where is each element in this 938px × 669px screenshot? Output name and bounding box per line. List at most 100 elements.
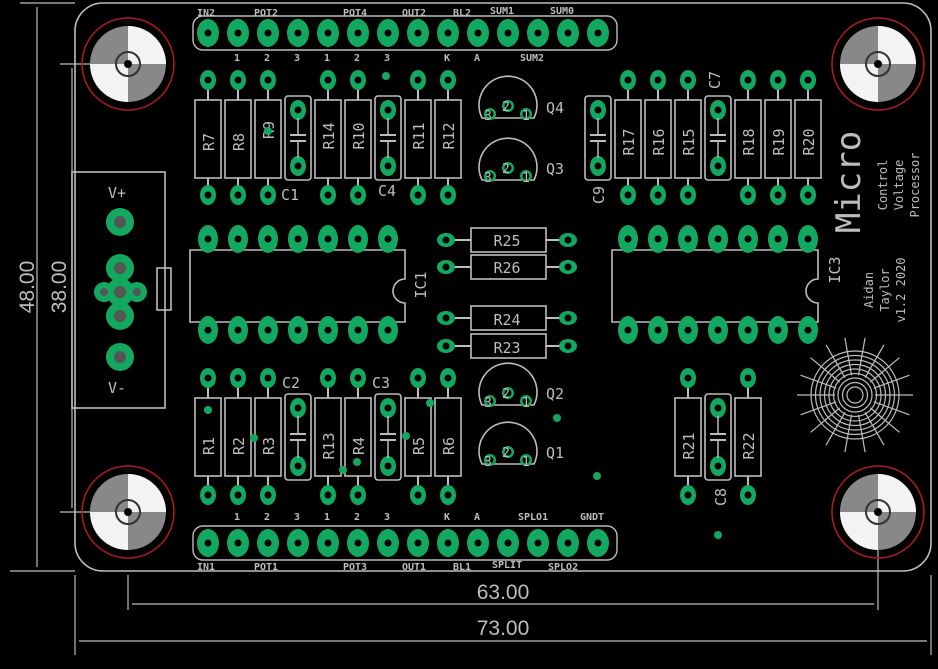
c9-label: C9 (590, 186, 608, 204)
header-top-num-3b: 3 (384, 53, 390, 64)
drill-hole (234, 235, 242, 243)
target-quadrant (840, 512, 878, 550)
drill-hole (354, 191, 362, 199)
drill-hole (324, 539, 332, 547)
keepout-ring (831, 465, 925, 559)
via (553, 414, 561, 422)
resistor-footprint (344, 368, 372, 505)
header-bottom-num-a: A (474, 512, 480, 523)
resistor-body (344, 99, 372, 179)
drill-hole (234, 191, 242, 199)
hole-center (874, 508, 882, 516)
capacitor-footprint (374, 95, 402, 181)
resistor-body (470, 254, 547, 280)
drill-hole (504, 448, 512, 456)
drill-hole (444, 491, 452, 499)
transistor-pin-label: 3 (484, 171, 492, 186)
drill-hole (444, 29, 452, 37)
logo-ring (841, 381, 869, 409)
header-top-num-3a: 3 (294, 53, 300, 64)
transistor-footprint: 321 (478, 137, 538, 186)
drill-hole (384, 539, 392, 547)
logo-ring (832, 372, 878, 418)
via (402, 432, 410, 440)
target-quadrant (90, 64, 128, 102)
transistor-pin-label: 1 (522, 109, 530, 124)
logo-ring (828, 368, 882, 422)
header-bottom-label-bl1: BL1 (453, 562, 471, 573)
drill-hole (294, 326, 302, 334)
target-quadrant (840, 64, 878, 102)
r8-label: R8 (230, 133, 248, 151)
vias (204, 72, 722, 539)
resistor-body (764, 99, 792, 179)
drill-hole (594, 162, 602, 170)
drill-hole (444, 76, 452, 84)
drill-hole (414, 491, 422, 499)
resistor-body (434, 397, 462, 477)
resistor-footprint (674, 368, 702, 505)
drill-hole (324, 491, 332, 499)
drill-hole (204, 76, 212, 84)
header-top-label-in2: IN2 (197, 8, 215, 19)
drill-hole (684, 326, 692, 334)
drill-hole (324, 235, 332, 243)
drill-hole (774, 191, 782, 199)
resistor-body (404, 99, 432, 179)
drill-hole (294, 162, 302, 170)
transistor-pin-label: 3 (484, 455, 492, 470)
transistor-footprint: 321 (478, 362, 538, 411)
capacitor-body (284, 393, 312, 481)
drill-hole (204, 235, 212, 243)
resistor-footprint (254, 70, 282, 205)
hole-ring (865, 499, 891, 525)
drill-hole (744, 76, 752, 84)
transistor-footprint: 321 (478, 75, 538, 124)
transistor-pin-label: 1 (522, 171, 530, 186)
via (714, 531, 722, 539)
board-title-line-2: Voltage (892, 160, 906, 211)
r1-label: R1 (200, 437, 218, 455)
via (353, 458, 361, 466)
mounting-hole (81, 17, 175, 111)
drill-hole (414, 374, 422, 382)
r14-label: R14 (320, 122, 338, 149)
c8-label: C8 (712, 488, 730, 506)
q4-label: Q4 (546, 99, 564, 117)
ic3-outline (611, 249, 819, 323)
c3-label: C3 (372, 374, 390, 392)
drill-hole (354, 491, 362, 499)
drill-hole (504, 29, 512, 37)
drill-hole (384, 462, 392, 470)
ic1-label: IC1 (412, 271, 430, 298)
drill-hole (714, 462, 722, 470)
drill-hole (654, 235, 662, 243)
logo-spoke (844, 414, 853, 453)
hole-center (124, 508, 132, 516)
header-bottom-label-splo2: SPLO2 (548, 562, 578, 573)
resistor-body (254, 99, 282, 179)
header-bottom-num-k: K (444, 512, 450, 523)
drill-hole (384, 404, 392, 412)
resistor-footprint (734, 70, 762, 205)
drill-hole (264, 539, 272, 547)
capacitor-body (374, 393, 402, 481)
drill-hole (522, 110, 530, 118)
drill-hole (354, 326, 362, 334)
drill-hole (204, 326, 212, 334)
drill-hole (384, 106, 392, 114)
resistor-body (734, 99, 762, 179)
drill-hole (714, 162, 722, 170)
resistor-footprint (644, 70, 672, 205)
resistor-footprint (314, 368, 342, 505)
resistor-body (314, 397, 342, 477)
ic-pads (198, 225, 818, 344)
r21-label: R21 (680, 432, 698, 459)
drill-hole (324, 326, 332, 334)
drill-hole (744, 326, 752, 334)
logo-spoke (844, 337, 853, 376)
resistor-footprint (224, 368, 252, 505)
drill-hole (804, 76, 812, 84)
resistor-footprint (437, 254, 577, 280)
